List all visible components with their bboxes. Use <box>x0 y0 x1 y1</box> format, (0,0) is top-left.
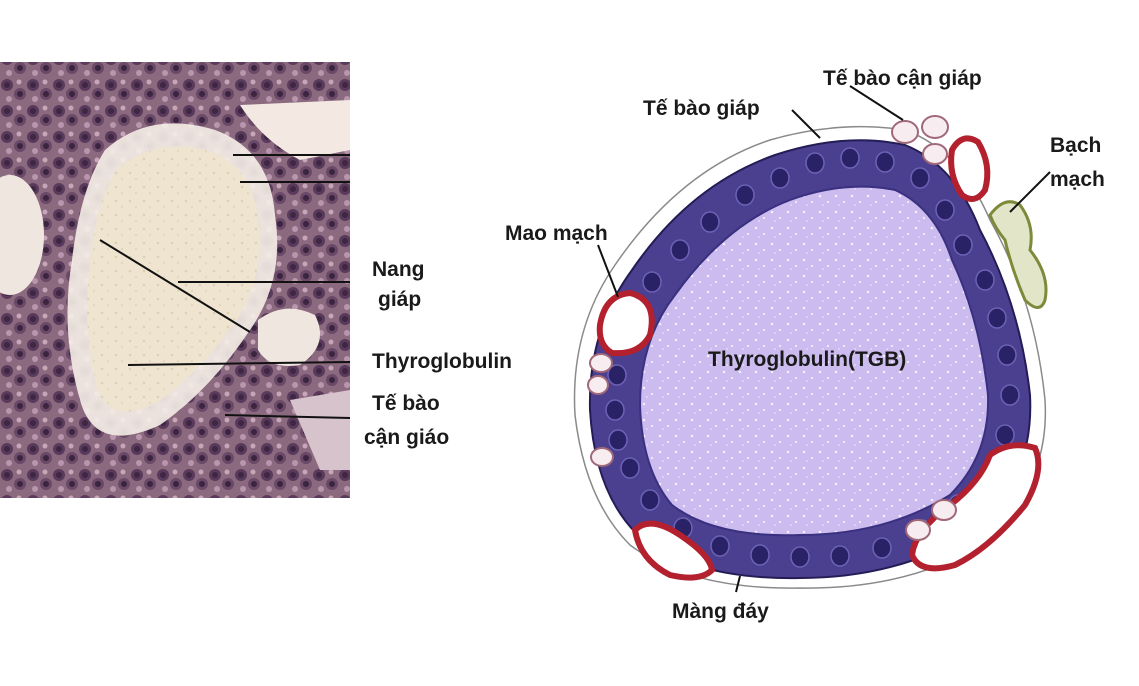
label-te-bao-line1: Tế bào <box>372 392 440 415</box>
label-nang-giap-line1: Nang <box>372 258 425 281</box>
capillaries <box>596 135 1042 581</box>
colloid-tgb <box>638 185 990 537</box>
lymphatic-vessel <box>988 200 1048 309</box>
label-te-bao-giap: Tế bào giáp <box>643 97 760 120</box>
label-te-bao-can-giap: Tế bào cận giáp <box>823 67 982 90</box>
parafollicular-cells <box>587 115 957 541</box>
label-thyroglobulin-micrograph: Thyroglobulin <box>372 350 512 373</box>
label-mao-mach: Mao mạch <box>505 222 608 245</box>
colloid <box>87 146 260 412</box>
label-mang-day: Màng đáy <box>672 600 769 623</box>
label-bach-mach-line1: Bạch <box>1050 134 1101 157</box>
label-te-bao-line2: cận giáo <box>364 426 449 449</box>
label-thyroglobulin-tgb: Thyroglobulin(TGB) <box>708 348 906 371</box>
label-bach-mach-line2: mạch <box>1050 168 1105 191</box>
leader-lines <box>597 85 1051 593</box>
label-nang-giap-line2: giáp <box>378 288 421 311</box>
histology-micrograph <box>0 62 350 498</box>
follicle-schematic <box>573 85 1051 593</box>
